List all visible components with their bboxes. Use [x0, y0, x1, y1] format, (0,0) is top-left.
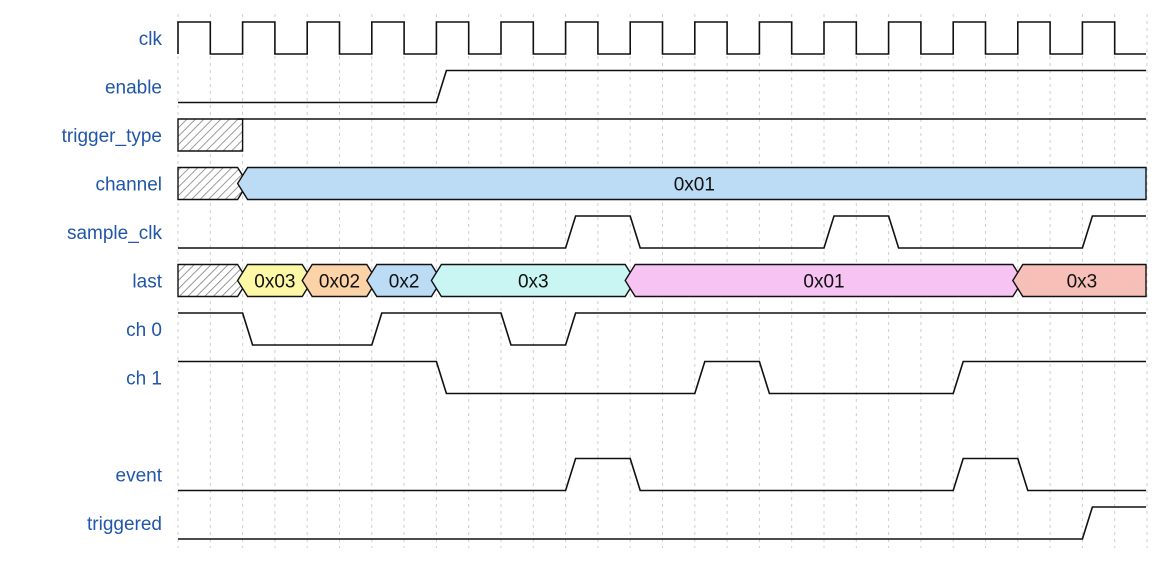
bus-value-label: 0x01: [803, 272, 844, 293]
bus-value-label: 0x3: [518, 272, 549, 293]
bus-segment: [301, 263, 378, 298]
bus-segment-undefined: [177, 118, 244, 152]
waveform-channel: 0x01: [177, 166, 1147, 201]
signal-label-channel: channel: [95, 175, 162, 196]
signal-label-event: event: [116, 466, 163, 487]
waveform-sample-clk: [178, 215, 1146, 249]
bus-segment: [236, 263, 314, 298]
bus-segment: [236, 166, 1147, 201]
bus-value-label: 0x2: [389, 272, 420, 293]
signal-label-enable: enable: [105, 78, 162, 99]
signal-label-sample-clk: sample_clk: [67, 223, 163, 244]
signal-traces: 0x01 0x03 0x02 0x2 0x3 0x01 0x3: [177, 21, 1147, 540]
signal-label-last: last: [132, 272, 162, 293]
waveform-triggered: [178, 506, 1146, 540]
waveform-clk: [177, 21, 1146, 55]
signal-label-ch-1: ch 1: [126, 369, 162, 390]
bus-segment: [624, 263, 1024, 298]
waveform-event: [178, 457, 1146, 492]
waveform-last: 0x03 0x02 0x2 0x3 0x01 0x3: [177, 263, 1147, 298]
bus-value-label: 0x02: [319, 272, 360, 293]
signal-label-triggered: triggered: [87, 514, 162, 535]
signal-label-trigger-type: trigger_type: [62, 126, 162, 147]
bus-segment: [365, 263, 443, 298]
signal-label-ch-0: ch 0: [126, 320, 162, 341]
waveform-ch-1: [178, 360, 1146, 395]
bus-value-label: 0x03: [254, 272, 295, 293]
bus-value-label: 0x01: [674, 175, 715, 196]
waveform-ch-0: [178, 312, 1146, 346]
signal-label-clk: clk: [139, 29, 163, 50]
bus-segment: [430, 263, 637, 298]
bus-segment: [1011, 263, 1147, 298]
bus-value-label: 0x3: [1067, 272, 1098, 293]
waveform-enable: [178, 69, 1146, 104]
waveform-trigger-type: [177, 118, 1146, 152]
